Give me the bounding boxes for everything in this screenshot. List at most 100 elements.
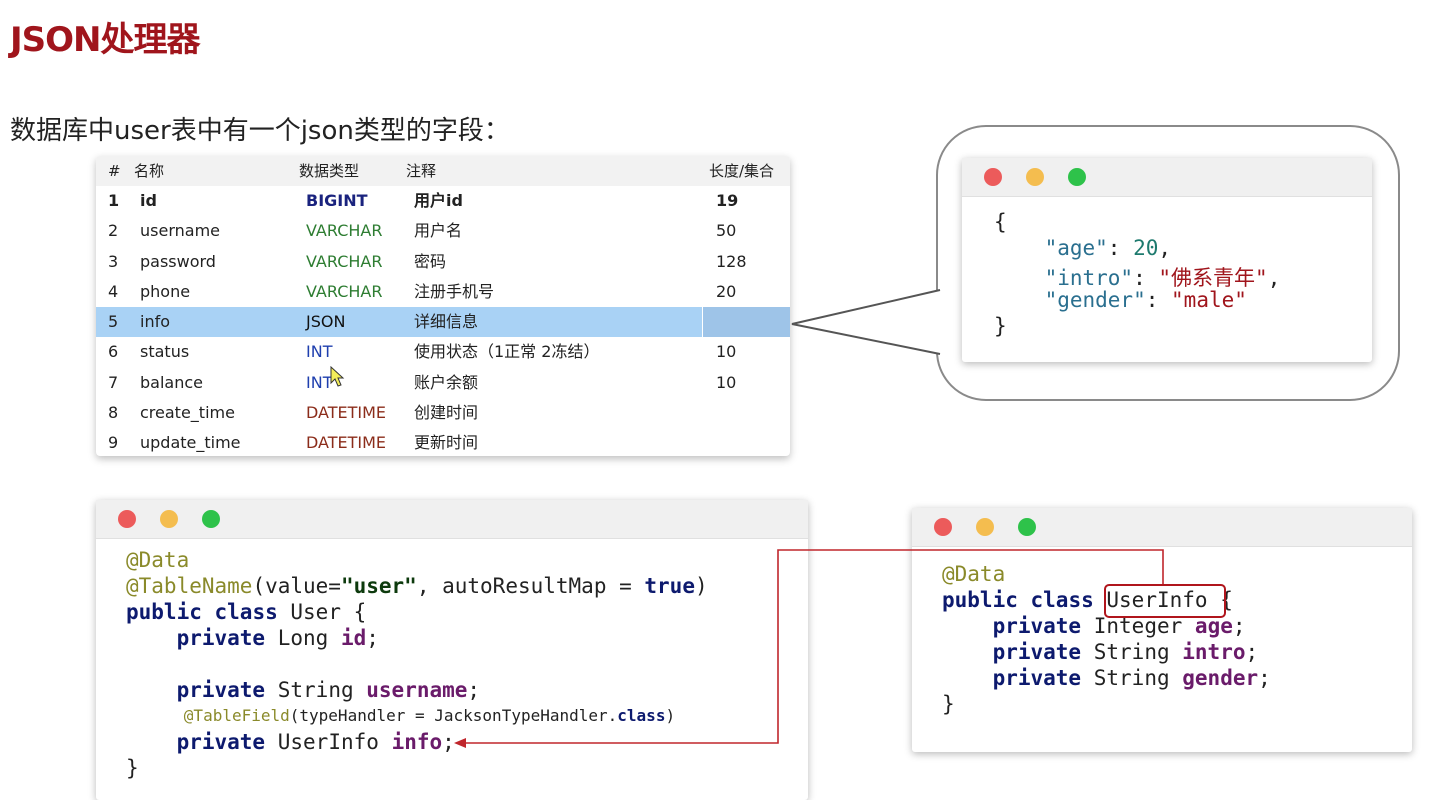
- class-name: User {: [290, 600, 367, 624]
- column-comment: 账户余额: [414, 372, 479, 392]
- type-name: Long: [277, 626, 329, 650]
- table-row[interactable]: 5 info JSON 详细信息: [96, 307, 790, 338]
- col-header-length[interactable]: 长度/集合: [709, 162, 775, 180]
- code-text: , autoResultMap =: [416, 574, 645, 598]
- column-type: JSON: [306, 312, 346, 332]
- keyword-true: true: [644, 574, 695, 598]
- keyword-private: private: [176, 626, 266, 650]
- column-length: 19: [716, 191, 739, 210]
- type-name: String: [1093, 640, 1170, 664]
- field-name: id: [340, 626, 367, 650]
- code-text: ;: [442, 730, 455, 754]
- annotation-data: @Data: [126, 548, 190, 572]
- type-name: UserInfo: [277, 730, 379, 754]
- annotation-data: @Data: [942, 562, 1006, 586]
- column-length: 50: [716, 221, 737, 241]
- minimize-dot-icon[interactable]: [160, 510, 178, 528]
- string-literal: "user": [340, 574, 417, 598]
- column-type: INT: [306, 342, 333, 362]
- field-name-info: info: [391, 730, 443, 754]
- slide-title: JSON处理器: [10, 20, 200, 60]
- code-text: ;: [1245, 640, 1259, 664]
- maximize-dot-icon[interactable]: [1018, 518, 1036, 536]
- column-name: password: [140, 251, 216, 271]
- column-comment: 用户名: [414, 221, 463, 241]
- json-value-age: 20: [1133, 236, 1159, 260]
- code-text: ;: [1232, 614, 1246, 638]
- column-name: update_time: [140, 433, 241, 453]
- row-number: 2: [108, 221, 119, 241]
- table-header: # 名称 数据类型 注释 长度/集合: [96, 156, 790, 186]
- userinfo-highlight-box: [1104, 584, 1226, 618]
- close-dot-icon[interactable]: [984, 168, 1002, 186]
- annotation-tablename: @TableName: [126, 574, 253, 598]
- close-dot-icon[interactable]: [934, 518, 952, 536]
- column-name: status: [140, 342, 190, 362]
- field-name: intro: [1182, 640, 1246, 664]
- keyword-private: private: [992, 666, 1082, 690]
- row-number: 3: [108, 251, 119, 271]
- column-comment: 密码: [414, 251, 447, 271]
- window-titlebar: [912, 508, 1412, 547]
- column-length: 10: [716, 372, 737, 392]
- brace-open: {: [994, 210, 1007, 234]
- window-titlebar: [96, 500, 808, 539]
- column-name: balance: [140, 372, 203, 392]
- minimize-dot-icon[interactable]: [976, 518, 994, 536]
- code-text: (typeHandler = JacksonTypeHandler.: [289, 706, 618, 725]
- type-name: String: [277, 678, 354, 702]
- column-name: id: [140, 191, 157, 210]
- column-name: info: [140, 312, 171, 332]
- json-value-gender: "male": [1171, 288, 1247, 312]
- mouse-cursor-icon: [330, 366, 345, 387]
- maximize-dot-icon[interactable]: [1068, 168, 1086, 186]
- maximize-dot-icon[interactable]: [202, 510, 220, 528]
- close-dot-icon[interactable]: [118, 510, 136, 528]
- field-name: age: [1194, 614, 1233, 638]
- brace-close: }: [942, 692, 955, 716]
- col-header-type[interactable]: 数据类型: [299, 162, 360, 180]
- keyword-class: class: [1030, 588, 1094, 612]
- keyword-class: class: [214, 600, 278, 624]
- row-number: 8: [108, 403, 119, 423]
- type-name: String: [1093, 666, 1170, 690]
- col-header-comment[interactable]: 注释: [406, 162, 437, 180]
- user-class-code: @Data @TableName(value="user", autoResul…: [126, 548, 708, 788]
- column-type: VARCHAR: [306, 281, 383, 301]
- col-header-name[interactable]: 名称: [134, 162, 165, 180]
- userinfo-class-code: @Data public class UserInfo { private In…: [942, 562, 1271, 754]
- column-name: phone: [140, 281, 191, 301]
- field-name: gender: [1182, 666, 1259, 690]
- json-code: { "age": 20, "intro": "佛系青年", "gender": …: [994, 210, 1281, 338]
- code-text: ;: [1258, 666, 1271, 690]
- row-number: 5: [108, 312, 119, 332]
- column-name: create_time: [140, 403, 235, 423]
- column-comment: 详细信息: [414, 312, 479, 332]
- brace-close: }: [126, 756, 139, 780]
- column-comment: 注册手机号: [414, 281, 495, 301]
- column-type: VARCHAR: [306, 221, 383, 241]
- keyword-private: private: [992, 614, 1082, 638]
- column-type: DATETIME: [306, 433, 387, 453]
- json-key-intro: "intro": [1044, 266, 1134, 290]
- user-class-window: @Data @TableName(value="user", autoResul…: [96, 500, 808, 800]
- column-type: DATETIME: [306, 403, 387, 423]
- json-key-gender: "gender": [1044, 288, 1146, 312]
- col-header-num[interactable]: #: [108, 162, 121, 180]
- column-type: BIGINT: [306, 191, 368, 210]
- row-number: 7: [108, 372, 119, 392]
- minimize-dot-icon[interactable]: [1026, 168, 1044, 186]
- keyword-class: class: [617, 706, 666, 725]
- code-text: ;: [467, 678, 481, 702]
- selected-length-cell[interactable]: [702, 307, 790, 338]
- keyword-public: public: [942, 588, 1018, 612]
